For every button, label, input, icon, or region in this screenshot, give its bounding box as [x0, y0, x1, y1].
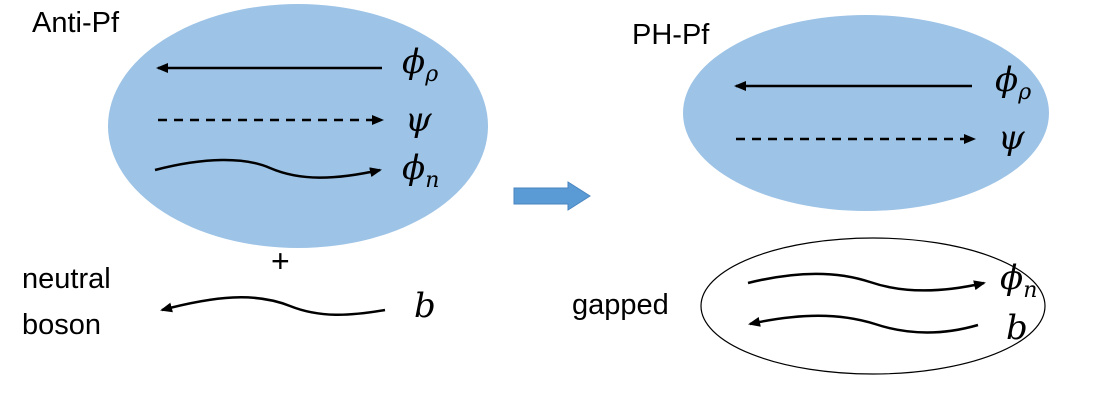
- phi-symbol: ϕ: [402, 42, 426, 82]
- boson-label: boson: [22, 309, 102, 341]
- anti-pf-phi-n-symbol: ϕn: [402, 148, 439, 194]
- ph-pf-title: PH-Pf: [632, 19, 710, 51]
- gapped-ellipse: [700, 237, 1046, 375]
- anti-pf-title: Anti-Pf: [32, 7, 120, 39]
- anti-pf-phi-n-arrow: [154, 158, 382, 179]
- anti-pf-phi-rho-symbol: ϕρ: [402, 42, 438, 88]
- gapped-phi-n-symbol: ϕn: [1000, 258, 1037, 304]
- n-subscript: n: [1023, 277, 1038, 303]
- anti-pf-ellipse: [108, 4, 488, 248]
- boson-b-symbol: b: [414, 286, 436, 326]
- n-subscript: n: [425, 167, 440, 193]
- phi-symbol: ϕ: [402, 148, 426, 188]
- neutral-label: neutral: [22, 263, 111, 295]
- gapped-label: gapped: [572, 289, 669, 321]
- phi-symbol: ϕ: [995, 60, 1019, 100]
- gapped-b-arrow: [748, 314, 979, 334]
- gapped-b-symbol: b: [1006, 308, 1028, 348]
- anti-pf-psi-symbol: ψ: [405, 100, 432, 140]
- rho-subscript: ρ: [425, 61, 439, 87]
- phi-symbol: ϕ: [1000, 258, 1024, 298]
- rho-subscript: ρ: [1018, 79, 1032, 105]
- transition-block-arrow: [513, 181, 591, 211]
- ph-pf-psi-symbol: ψ: [998, 118, 1025, 158]
- ph-pf-phi-rho-symbol: ϕρ: [995, 60, 1031, 106]
- neutral-boson-arrow: [160, 296, 386, 316]
- plus-sign: +: [271, 243, 290, 279]
- ph-pf-ellipse: [683, 15, 1049, 211]
- gapped-phi-n-arrow: [747, 272, 986, 292]
